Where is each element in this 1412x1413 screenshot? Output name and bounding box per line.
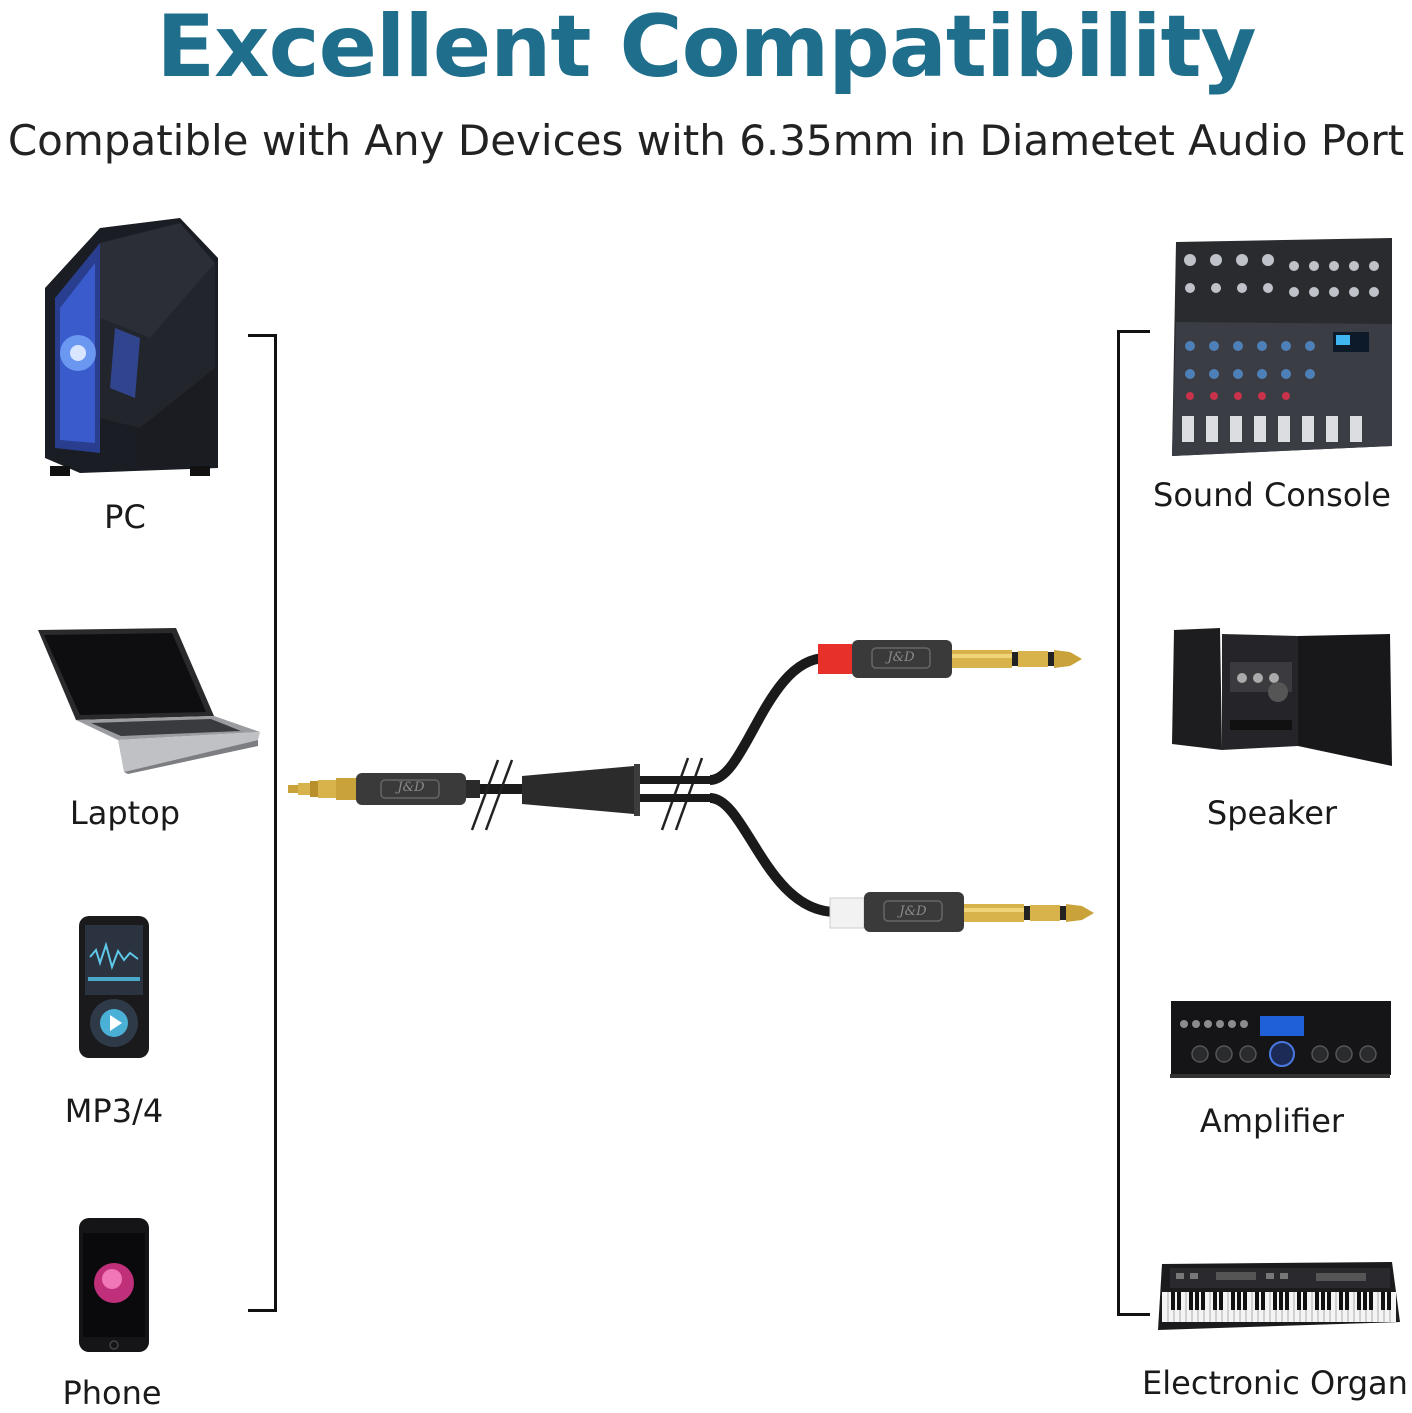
quarter-inch-plug-red — [818, 640, 1082, 678]
left-bracket — [248, 334, 277, 1312]
device-label-mp3: MP3/4 — [64, 1092, 164, 1130]
device-label-phone: Phone — [62, 1374, 162, 1412]
phone-icon — [79, 1218, 149, 1352]
y-splitter-cable — [288, 640, 1094, 932]
speaker-system-icon — [1172, 628, 1392, 766]
brand-mark-white: J&D — [899, 904, 927, 919]
device-label-electronic-organ: Electronic Organ — [1142, 1364, 1408, 1402]
device-label-sound-console: Sound Console — [1153, 476, 1391, 514]
quarter-inch-plug-white — [829, 892, 1094, 932]
pc-tower-icon — [45, 218, 218, 476]
right-bracket — [1117, 330, 1150, 1316]
page-subtitle: Compatible with Any Devices with 6.35mm … — [7, 116, 1405, 165]
mixer-console-icon — [1172, 238, 1392, 456]
brand-mark-mini: J&D — [397, 780, 425, 795]
brand-mark-red: J&D — [887, 650, 915, 665]
mini-jack-plug — [288, 773, 480, 805]
device-label-amplifier: Amplifier — [1199, 1102, 1345, 1140]
mp3-player-icon — [79, 916, 149, 1058]
device-label-speaker: Speaker — [1206, 794, 1338, 832]
amplifier-icon — [1170, 1001, 1391, 1078]
laptop-icon — [38, 628, 260, 774]
device-label-laptop: Laptop — [69, 794, 181, 832]
device-label-pc: PC — [104, 498, 146, 536]
keyboard-organ-icon — [1158, 1262, 1400, 1330]
page-title: Excellent Compatibility — [156, 0, 1256, 97]
